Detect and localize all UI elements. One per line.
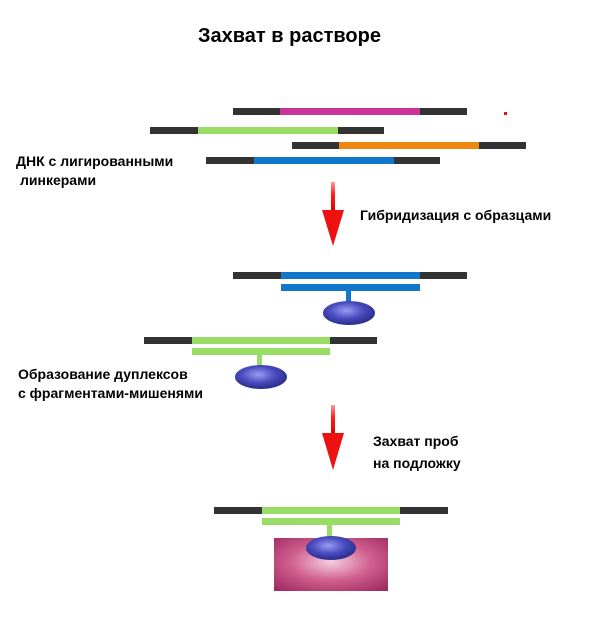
arrow-down-icon [322, 182, 344, 246]
capture-label-line2: на подложку [373, 455, 461, 471]
duplex-label-line1: Образование дуплексов [18, 366, 188, 382]
duplex-captured [214, 507, 448, 560]
dna-fragment-magenta [233, 108, 467, 115]
bead-icon [235, 365, 287, 389]
diagram-title: Захват в растворе [198, 25, 381, 47]
hybridization-label: Гибридизация с образцами [360, 207, 552, 223]
red-dot [504, 112, 507, 115]
duplex-blue [233, 272, 467, 325]
capture-label-line1: Захват проб [373, 433, 459, 449]
bead-icon [323, 301, 375, 325]
arrow-down-icon [322, 405, 344, 470]
dna-label-line2: линкерами [20, 172, 97, 188]
duplex-label-line2: с фрагментами-мишенями [18, 385, 203, 401]
bead-icon [306, 536, 356, 560]
dna-fragment-blue [206, 157, 440, 164]
dna-fragment-green [150, 127, 384, 134]
dna-fragment-orange [292, 142, 526, 149]
duplex-green [144, 337, 377, 389]
dna-label-line1: ДНК с лигированными [16, 153, 174, 169]
